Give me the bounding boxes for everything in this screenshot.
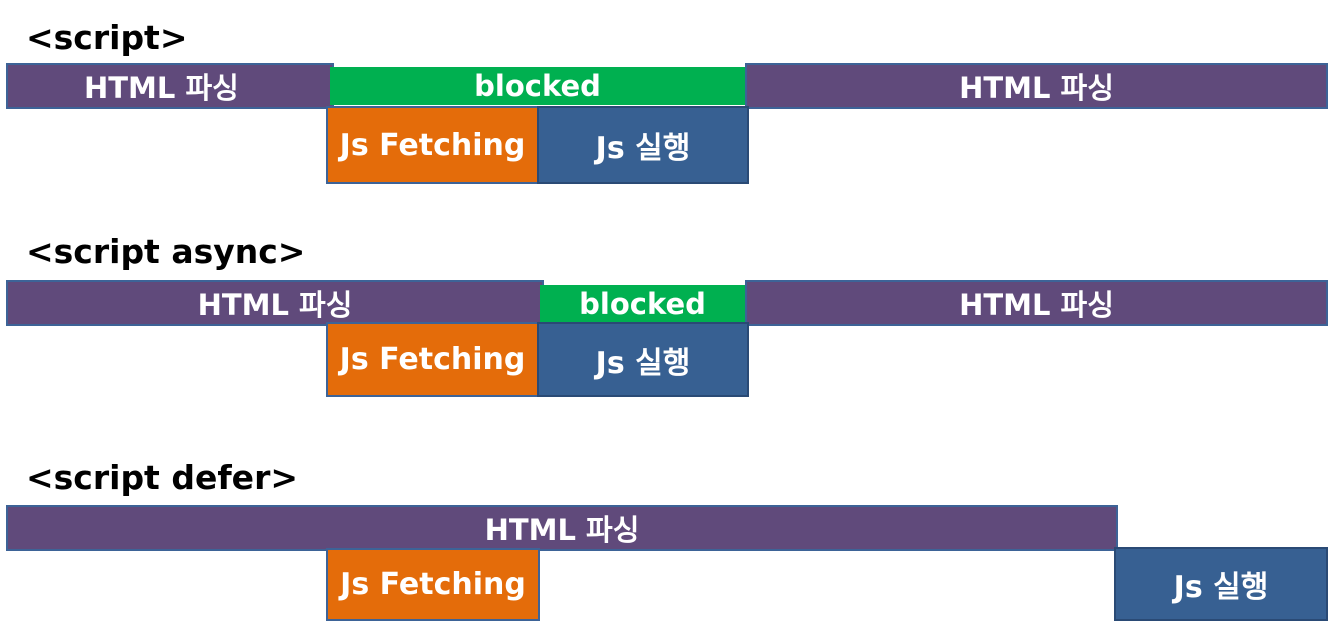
async-html-parsing-before: HTML 파싱 [6,280,544,326]
script-js-execution: Js 실행 [537,106,749,184]
defer-html-parsing: HTML 파싱 [6,505,1118,551]
script-js-fetching: Js Fetching [326,106,539,184]
script-html-parsing-after: HTML 파싱 [745,63,1328,109]
defer-heading: <script defer> [26,458,298,497]
async-heading: <script async> [26,232,306,271]
script-heading: <script> [26,18,188,57]
defer-js-fetching: Js Fetching [326,548,540,621]
defer-js-execution: Js 실행 [1114,547,1328,621]
async-html-parsing-after: HTML 파싱 [745,280,1328,326]
async-js-fetching: Js Fetching [326,322,539,397]
async-blocked: blocked [540,285,745,322]
script-html-parsing-before: HTML 파싱 [6,63,334,109]
async-js-execution: Js 실행 [537,322,749,397]
script-blocked: blocked [330,67,745,105]
